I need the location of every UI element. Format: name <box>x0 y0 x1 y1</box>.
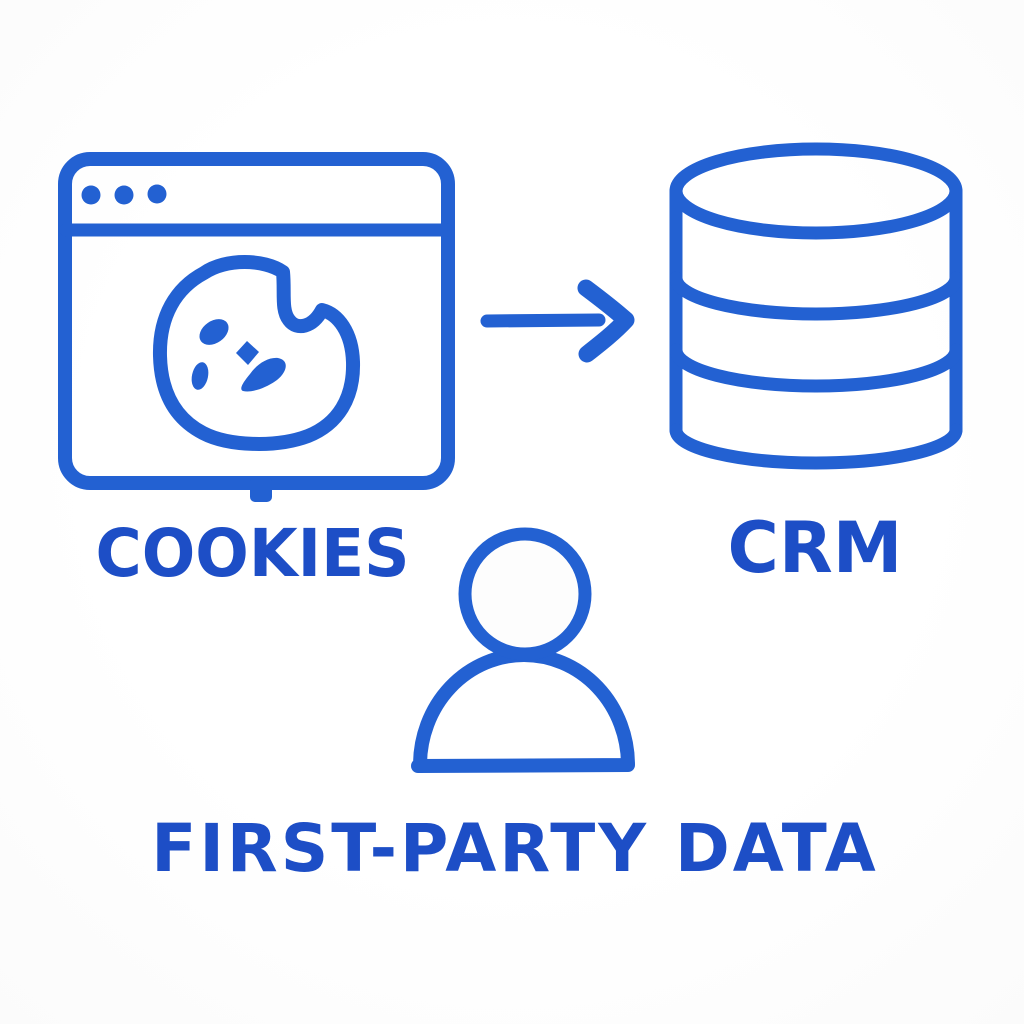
cookie-chip <box>191 362 209 390</box>
window-dot-icon <box>114 185 134 205</box>
cookie-chip <box>199 319 229 345</box>
browser-window-icon <box>58 152 455 502</box>
cookie-chip <box>241 357 286 392</box>
arrow-right-icon <box>480 279 635 363</box>
window-stub <box>250 477 272 502</box>
person-icon <box>411 527 635 773</box>
database-icon <box>669 142 963 470</box>
window-dot-icon <box>147 184 167 204</box>
label-cookies: COOKIES <box>95 515 410 592</box>
label-first-party-data: FIRST-PARTY DATA <box>151 810 879 887</box>
window-dot-icon <box>81 185 101 205</box>
label-crm: CRM <box>727 507 903 589</box>
cookie-chip <box>236 341 259 365</box>
cookie-icon <box>152 255 361 451</box>
